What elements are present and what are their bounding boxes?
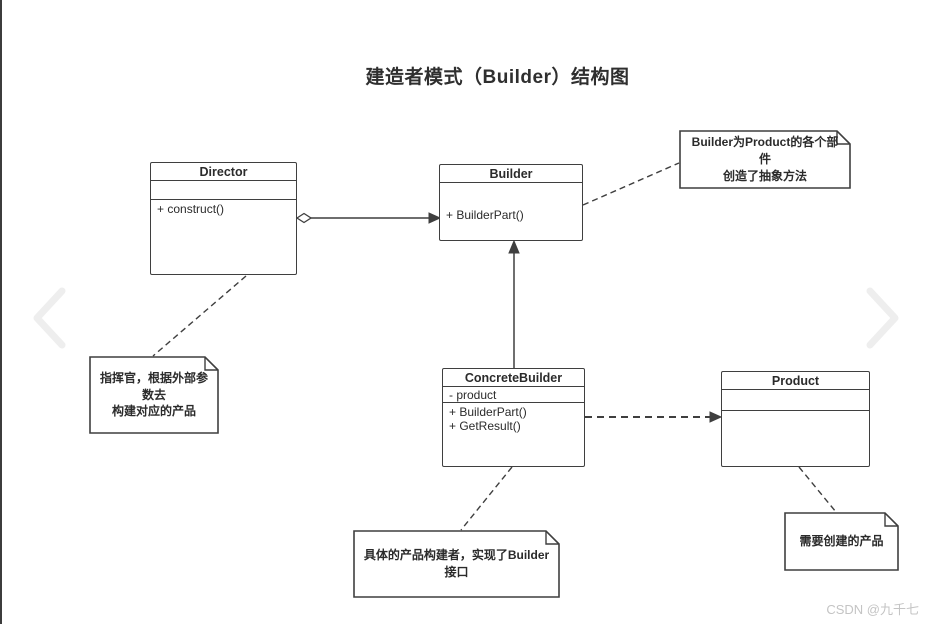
aggregation-diamond xyxy=(295,212,313,224)
class-director-attributes xyxy=(151,181,296,200)
arrowhead-into-builder-bottom xyxy=(508,239,520,254)
note-anchor-concretebuilder xyxy=(460,466,513,531)
note-builder: Builder为Product的各个部件 创造了抽象方法 xyxy=(691,135,839,183)
class-product-attributes xyxy=(722,390,869,411)
class-product-name: Product xyxy=(722,372,869,390)
method-builderpart: + BuilderPart() xyxy=(446,208,524,222)
class-product-methods xyxy=(722,411,869,415)
attribute-product: - product xyxy=(449,388,497,402)
class-concretebuilder: ConcreteBuilder - product + BuilderPart(… xyxy=(442,368,585,467)
class-builder-name: Builder xyxy=(440,165,582,183)
note-product: 需要创建的产品 xyxy=(799,534,884,549)
class-director-name: Director xyxy=(151,163,296,181)
class-concretebuilder-name: ConcreteBuilder xyxy=(443,369,584,387)
note-shape-product xyxy=(784,512,899,571)
note-concretebuilder: 具体的产品构建者，实现了Builder接口 xyxy=(363,548,550,579)
note-anchor-product xyxy=(798,466,837,513)
left-edge-border xyxy=(0,0,2,624)
note-shape-director xyxy=(89,356,219,434)
class-builder-methods: + BuilderPart() xyxy=(440,183,582,224)
note-anchor-builder xyxy=(582,162,680,206)
note-director: 指挥官，根据外部参数去 构建对应的产品 xyxy=(99,370,208,419)
arrowhead-into-product xyxy=(709,411,723,423)
class-concretebuilder-attributes: - product xyxy=(443,387,584,403)
method-builderpart: + BuilderPart() xyxy=(449,405,527,419)
class-builder: Builder + BuilderPart() xyxy=(439,164,583,241)
page-title: 建造者模式（Builder）结构图 xyxy=(365,67,630,88)
method-construct: + construct() xyxy=(157,202,225,216)
note-shape-builder xyxy=(679,130,851,189)
arrowhead-into-builder xyxy=(428,212,442,224)
method-getresult: + GetResult() xyxy=(449,419,521,433)
next-arrow-icon[interactable] xyxy=(866,287,899,349)
prev-arrow-icon[interactable] xyxy=(33,287,66,349)
class-product: Product xyxy=(721,371,870,467)
class-director: Director + construct() xyxy=(150,162,297,275)
watermark: CSDN @九千七 xyxy=(826,602,919,617)
class-director-methods: + construct() xyxy=(151,200,296,218)
note-anchor-director xyxy=(152,275,247,357)
note-shape-concretebuilder xyxy=(353,530,560,598)
class-concretebuilder-methods: + BuilderPart() + GetResult() xyxy=(443,403,584,435)
